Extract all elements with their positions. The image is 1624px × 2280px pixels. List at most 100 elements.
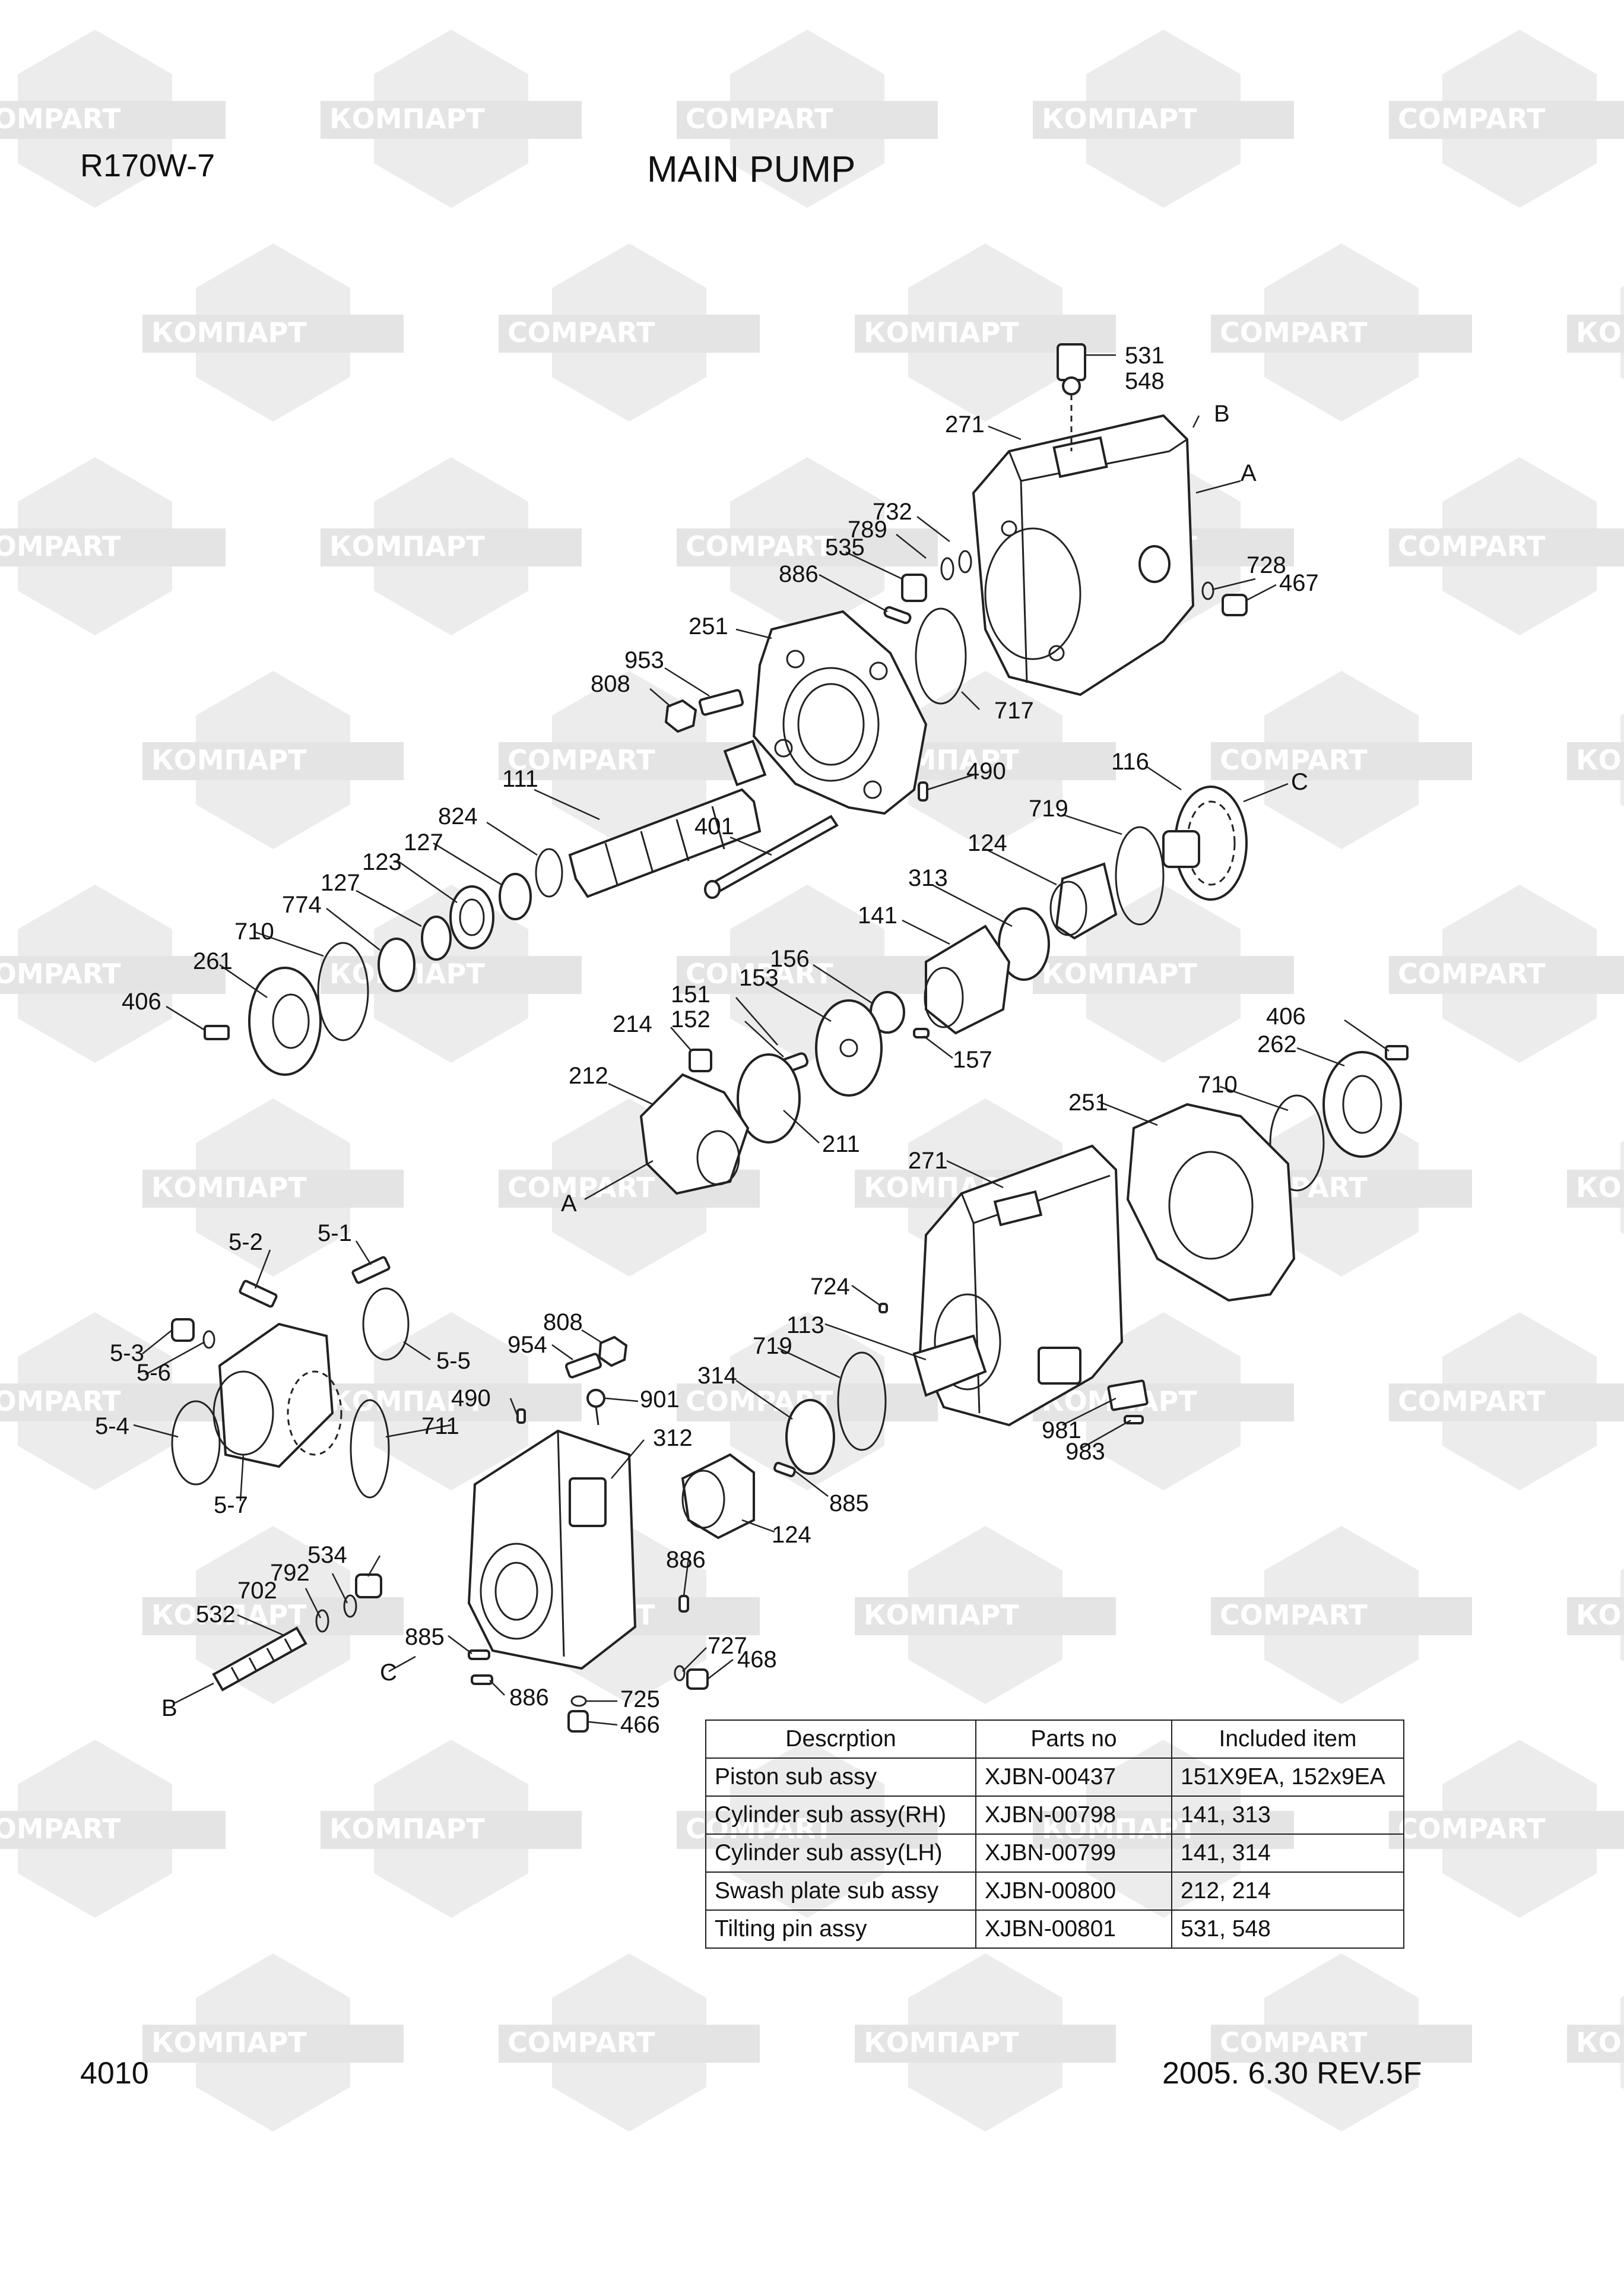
- bolt-401: [704, 815, 839, 899]
- callout-719-lower: 719: [753, 1333, 792, 1359]
- callout-b-upper: B: [1214, 401, 1230, 427]
- o-ring-719-lower: [837, 1351, 887, 1451]
- plug-468: [686, 1668, 709, 1690]
- callout-824: 824: [438, 803, 478, 829]
- o-ring-792: [343, 1594, 357, 1618]
- callout-728: 728: [1246, 552, 1286, 578]
- page-title: MAIN PUMP: [647, 149, 856, 190]
- cell-parts-no: XJBN-00437: [975, 1758, 1172, 1797]
- callout-886-lower: 886: [509, 1684, 549, 1711]
- callout-808-upper: 808: [591, 671, 630, 697]
- callout-886-upper: 886: [779, 561, 819, 587]
- callout-312: 312: [653, 1425, 693, 1451]
- pin-490-lower: [516, 1408, 526, 1424]
- bolt-406-right: [1385, 1045, 1409, 1060]
- callout-535: 535: [825, 534, 865, 560]
- o-ring-5-6: [202, 1330, 215, 1349]
- cell-parts-no: XJBN-00798: [975, 1796, 1172, 1835]
- callout-792: 792: [270, 1560, 310, 1586]
- snap-ring-824: [535, 848, 563, 898]
- o-ring-710-left: [317, 942, 369, 1041]
- callout-717: 717: [994, 698, 1034, 724]
- callout-490-upper: 490: [966, 758, 1006, 784]
- callout-954: 954: [508, 1332, 547, 1358]
- callout-983: 983: [1065, 1439, 1105, 1465]
- callout-5-5: 5-5: [436, 1348, 471, 1374]
- callout-127-upper: 127: [404, 829, 443, 856]
- callout-727: 727: [708, 1633, 747, 1659]
- cell-description: Cylinder sub assy(RH): [705, 1796, 976, 1835]
- callout-271-lower: 271: [908, 1148, 948, 1174]
- col-description: Descrption: [705, 1720, 976, 1759]
- callout-702: 702: [237, 1578, 277, 1604]
- callout-214: 214: [613, 1011, 652, 1037]
- callout-c-upper: C: [1291, 769, 1308, 795]
- callout-808-lower: 808: [543, 1309, 583, 1335]
- callout-532: 532: [196, 1601, 236, 1627]
- callout-a-upper: A: [1241, 460, 1257, 486]
- cylinder-block-141: [924, 924, 1011, 1035]
- o-ring-727: [674, 1665, 686, 1682]
- callout-156: 156: [770, 946, 810, 972]
- callout-labels: 531 548 271 B A 732 789 535 886 728 467 …: [95, 343, 1319, 1738]
- callout-732: 732: [873, 499, 912, 525]
- sub-assembly-table: Descrption Parts no Included item Piston…: [705, 1720, 1404, 1949]
- oil-seal-774: [378, 938, 415, 992]
- callout-534: 534: [307, 1542, 347, 1568]
- cell-description: Piston sub assy: [705, 1758, 976, 1797]
- spacer-127a: [499, 873, 532, 920]
- gear-116: [1162, 786, 1248, 901]
- valve-block-312: [467, 1429, 637, 1670]
- callout-5-1: 5-1: [318, 1220, 352, 1246]
- bolt-406-left: [204, 1025, 230, 1040]
- pin-157: [913, 1028, 930, 1038]
- callout-401: 401: [694, 813, 734, 840]
- cell-parts-no: XJBN-00800: [975, 1872, 1172, 1911]
- callout-467: 467: [1279, 570, 1319, 596]
- callout-548: 548: [1125, 368, 1165, 394]
- callout-789: 789: [848, 517, 887, 543]
- cylinder-124-lower: [681, 1453, 755, 1540]
- table-header-row: Descrption Parts no Included item: [705, 1720, 1404, 1759]
- callout-719-upper: 719: [1029, 796, 1068, 822]
- o-ring-719-upper: [1115, 826, 1165, 926]
- gear-pump-5-7: [212, 1322, 342, 1468]
- retainer-plate-153: [815, 999, 883, 1097]
- bolt-5-1: [351, 1256, 391, 1284]
- spacer-127b: [421, 916, 452, 961]
- callout-251-upper: 251: [689, 613, 728, 639]
- o-ring-717: [915, 607, 967, 705]
- cell-included-item: 141, 314: [1171, 1834, 1404, 1873]
- pin-885-right: [773, 1462, 796, 1477]
- callout-5-7: 5-7: [214, 1492, 248, 1518]
- callout-b-lower: B: [161, 1695, 177, 1721]
- callout-406-right: 406: [1266, 1003, 1306, 1030]
- tilting-pin-531: [1057, 343, 1086, 451]
- pin-886-upper: [883, 606, 912, 625]
- swash-plate-212: [639, 1073, 750, 1195]
- callout-725: 725: [620, 1686, 660, 1712]
- callout-5-4: 5-4: [95, 1413, 129, 1439]
- port-block-251-upper: [752, 610, 928, 815]
- plug-534: [355, 1573, 382, 1598]
- pin-886-mid: [678, 1595, 689, 1613]
- bolt-5-2: [239, 1280, 278, 1308]
- name-plate-981: [1107, 1379, 1149, 1411]
- callout-211: 211: [822, 1131, 860, 1157]
- valve-plate-314: [785, 1399, 835, 1475]
- callout-5-6: 5-6: [137, 1360, 171, 1386]
- callout-152: 152: [671, 1006, 710, 1033]
- o-ring-702: [315, 1609, 329, 1633]
- pin-886-lower: [471, 1674, 493, 1685]
- o-ring-710-right: [1269, 1094, 1325, 1192]
- callout-141: 141: [858, 902, 897, 929]
- leader-lines: [133, 354, 1390, 1726]
- plug-466: [567, 1710, 589, 1733]
- callout-406-left: 406: [122, 989, 161, 1015]
- callout-151: 151: [671, 981, 710, 1008]
